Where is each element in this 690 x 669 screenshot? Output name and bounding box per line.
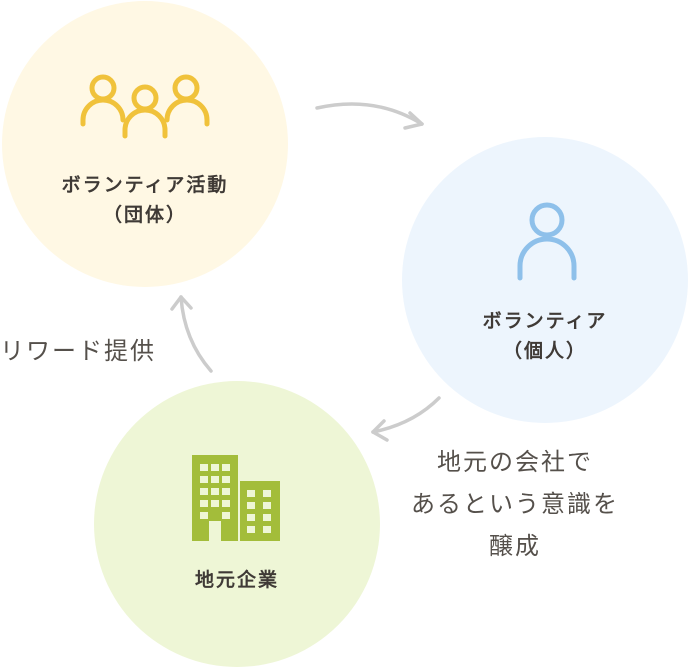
awareness-note-line2: あるという意識を bbox=[411, 490, 619, 518]
reward-note: リワード提供 bbox=[0, 337, 156, 365]
volunteer-individual-label-line2: （個人） bbox=[502, 340, 587, 362]
volunteer-group-label: ボランティア活動 （団体） bbox=[45, 170, 245, 230]
awareness-note-line3: 醸成 bbox=[489, 532, 541, 560]
volunteer-group-label-line2: （団体） bbox=[102, 204, 187, 226]
volunteer-individual-circle bbox=[402, 137, 688, 423]
local-company-label: 地元企業 bbox=[157, 565, 317, 595]
awareness-note-line1: 地元の会社で bbox=[437, 448, 593, 476]
awareness-note: 地元の会社で あるという意識を 醸成 bbox=[390, 441, 640, 567]
volunteer-individual-label: ボランティア （個人） bbox=[455, 306, 635, 366]
arrow-group-to-individual bbox=[315, 102, 424, 130]
office-building-icon bbox=[192, 455, 280, 541]
arrow-individual-to-company bbox=[371, 396, 441, 442]
people-group-icon bbox=[80, 74, 210, 139]
volunteer-group-label-line1: ボランティア活動 bbox=[61, 174, 229, 196]
local-company-label-line1: 地元企業 bbox=[194, 569, 279, 591]
volunteer-individual-label-line1: ボランティア bbox=[482, 310, 608, 332]
person-icon bbox=[517, 202, 577, 281]
arrow-company-to-group bbox=[170, 295, 213, 373]
volunteer-group-circle bbox=[2, 1, 288, 287]
